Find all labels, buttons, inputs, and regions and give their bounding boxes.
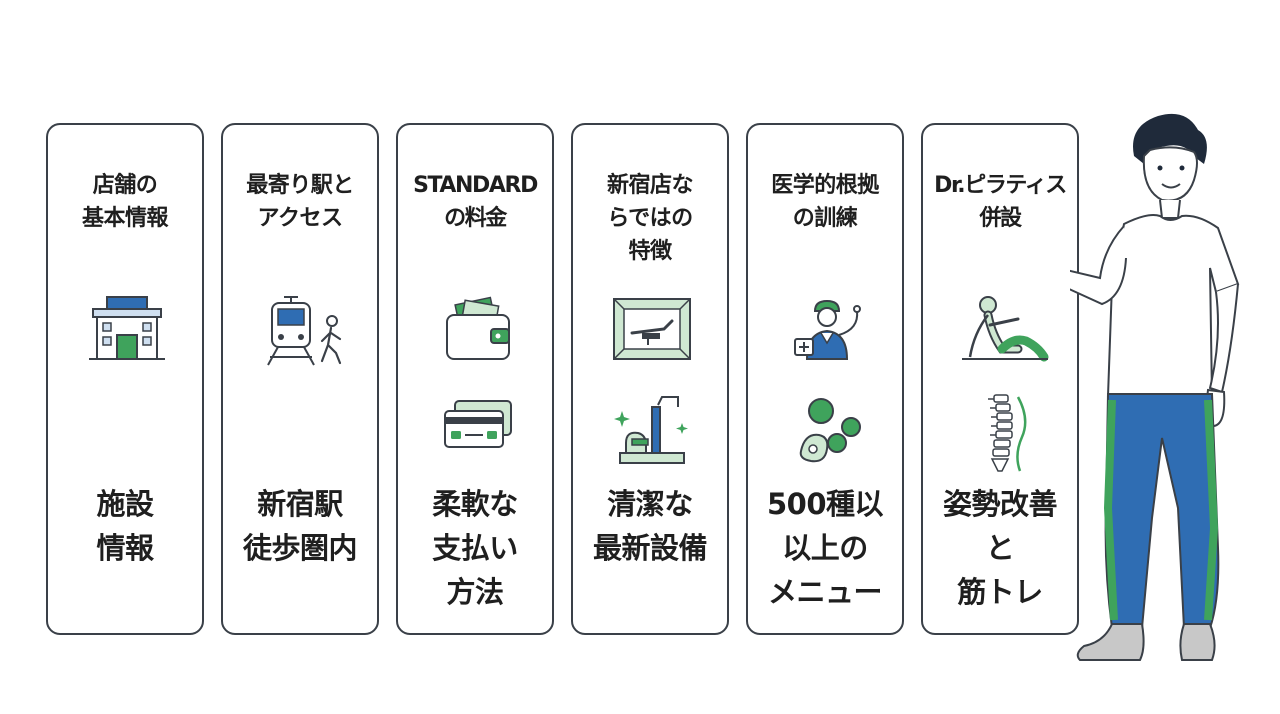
card-body: 500種以 以上の メニュー [766, 487, 884, 609]
presenter-illustration [1070, 113, 1240, 661]
card-body: 姿勢改善 と 筋トレ [942, 487, 1058, 609]
stretching-person-icon [962, 296, 1049, 362]
info-card-access: 最寄り駅と アクセス 新宿駅 徒歩圏内 [221, 123, 379, 635]
card-body: 施設 情報 [96, 487, 154, 565]
card-body: 清潔な 最新設備 [592, 487, 708, 565]
info-card-pricing: STANDARD の料金 柔軟な 支払い 方法 [396, 123, 554, 635]
card-body: 柔軟な 支払い 方法 [432, 487, 518, 609]
clean-equipment-icon [614, 396, 688, 464]
info-card-dr-pilates: Dr.ピラティス 併設 姿勢改善 と 筋トレ [921, 123, 1079, 635]
card-title: 新宿店な らではの 特徴 [606, 173, 694, 264]
info-card-store-basics: 店舗の 基本情報 施設 情報 [46, 123, 204, 635]
card-title: STANDARD の料金 [413, 173, 538, 231]
card-title: 医学的根拠 の訓練 [771, 173, 879, 231]
card-title: Dr.ピラティス 併設 [934, 173, 1067, 231]
info-card-medical-training: 医学的根拠 の訓練 500種以 以上の メニュー [746, 123, 904, 635]
train-icon [267, 296, 342, 366]
card-body: 新宿駅 徒歩圏内 [242, 487, 358, 565]
info-card-shinjuku-features: 新宿店な らではの 特徴 清潔な 最新設備 [571, 123, 729, 635]
wallet-icon [446, 296, 510, 360]
reformer-machine-icon [613, 298, 691, 360]
credit-card-icon [444, 400, 512, 448]
doctor-stethoscope-icon [794, 299, 861, 360]
building-icon [89, 296, 165, 360]
card-title: 店舗の 基本情報 [81, 173, 169, 231]
exercise-balls-icon [799, 398, 861, 463]
card-title: 最寄り駅と アクセス [246, 173, 354, 231]
spine-icon [988, 394, 1027, 472]
